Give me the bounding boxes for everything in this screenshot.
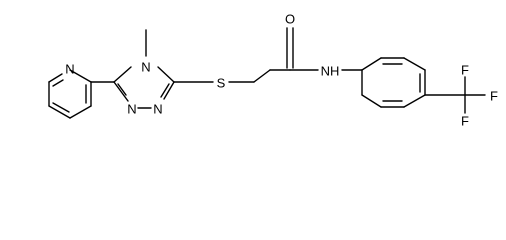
bond: [160, 83, 170, 98]
atom-label-fluorine-bottom: F: [461, 114, 469, 129]
atom-label-sulfur: S: [217, 76, 226, 91]
atom-label-amide-nh: NH: [321, 64, 340, 79]
bond: [403, 94, 426, 108]
bond: [52, 102, 70, 113]
bond: [52, 79, 64, 87]
atom-label-triazole-n2: N: [153, 102, 162, 117]
bond: [253, 69, 271, 83]
bond: [69, 69, 92, 83]
atom-label-triazole-n4: N: [141, 60, 150, 75]
bond: [117, 83, 127, 96]
benzene-ring: [361, 57, 426, 108]
atom-label-pyridine-n: N: [65, 62, 74, 77]
bond: [163, 81, 175, 100]
bond: [113, 66, 132, 83]
triazole-ring: [113, 66, 175, 109]
bond: [48, 105, 71, 119]
bond: [361, 57, 382, 71]
bond: [48, 73, 63, 83]
atom-label-fluorine-right: F: [490, 89, 498, 104]
bond: [113, 81, 129, 102]
atom-label-carbonyl-o: O: [285, 12, 295, 27]
pyridine-ring: [48, 69, 92, 119]
atom-label-fluorine-top: F: [461, 63, 469, 78]
bond: [69, 105, 92, 119]
bond: [157, 66, 175, 83]
structure-diagram: N N N N S O NH F F F: [48, 12, 498, 129]
atom-label-triazole-n1: N: [127, 102, 136, 117]
bond: [361, 94, 382, 108]
bond: [403, 57, 426, 71]
